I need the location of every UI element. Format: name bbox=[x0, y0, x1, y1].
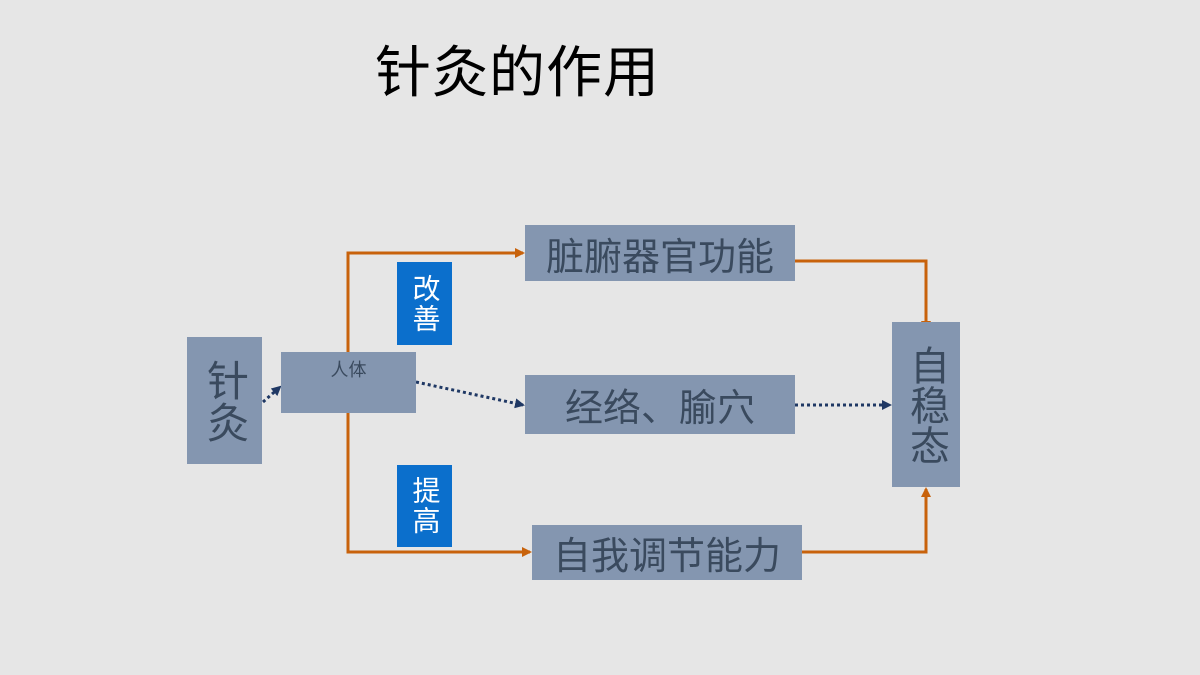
arrow-organs-to-homeostasis bbox=[795, 259, 931, 331]
node-organs: 脏腑器官功能 bbox=[525, 225, 795, 281]
tag-enhance: 提高 bbox=[397, 465, 452, 547]
node-body: 人体 bbox=[281, 352, 416, 413]
arrow-body-to-organs bbox=[346, 248, 525, 352]
arrow-body-to-self-regulation bbox=[346, 413, 532, 557]
node-meridians: 经络、腧穴 bbox=[525, 375, 795, 434]
arrow-body-to-meridians bbox=[415, 380, 525, 409]
tag-improve: 改善 bbox=[397, 262, 452, 345]
page-title: 针灸的作用 bbox=[375, 41, 660, 106]
arrow-acupuncture-to-body bbox=[262, 385, 282, 404]
arrow-self-regulation-to-homeostasis bbox=[802, 487, 931, 554]
node-self-regulation: 自我调节能力 bbox=[532, 525, 802, 580]
node-acupuncture: 针灸 bbox=[187, 337, 262, 464]
node-homeostasis: 自稳态 bbox=[892, 322, 960, 487]
